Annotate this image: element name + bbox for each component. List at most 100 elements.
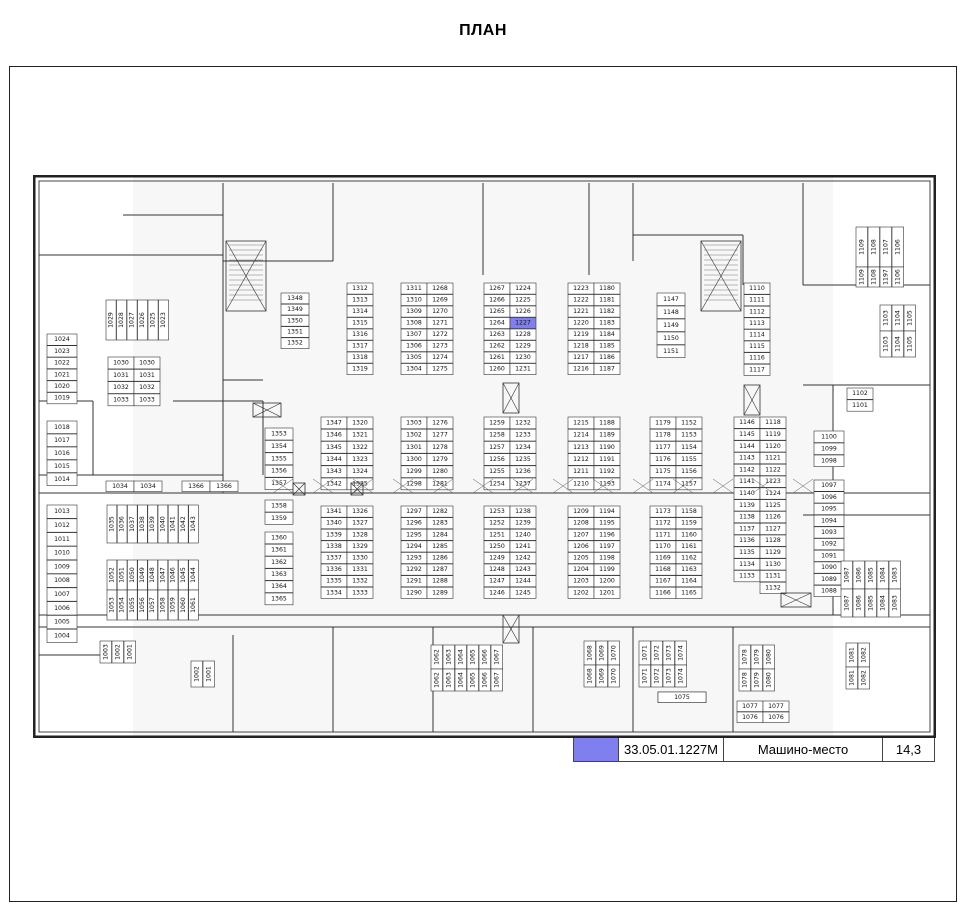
parking-spot: 1267	[483, 282, 511, 295]
parking-spot: 1198	[593, 552, 621, 564]
parking-spot: 1099	[813, 442, 845, 455]
parking-spot: 1261	[483, 351, 511, 364]
svg-text:1074: 1074	[677, 668, 684, 684]
svg-text:1242: 1242	[515, 555, 531, 562]
parking-spot: 1299	[400, 465, 428, 478]
svg-text:1249: 1249	[489, 555, 505, 562]
parking-spot: 1057	[147, 589, 158, 621]
svg-text:1178: 1178	[655, 432, 671, 439]
parking-spot: 1096	[813, 491, 845, 504]
svg-text:1161: 1161	[681, 543, 697, 550]
parking-spot: 1109	[855, 226, 868, 268]
parking-spot: 1334	[320, 586, 348, 599]
parking-spot: 1027	[126, 299, 138, 341]
parking-spot: 1366	[181, 480, 211, 492]
svg-text:1013: 1013	[54, 508, 70, 515]
svg-text:1009: 1009	[54, 563, 70, 570]
parking-spot: 1238	[509, 505, 537, 518]
svg-text:1195: 1195	[599, 520, 615, 527]
svg-text:1182: 1182	[599, 308, 615, 315]
parking-spot: 1302	[400, 428, 428, 442]
svg-text:1005: 1005	[54, 619, 70, 626]
parking-spot: 1001	[202, 660, 215, 688]
svg-text:1048: 1048	[149, 567, 156, 583]
parking-spot: 1003	[99, 640, 112, 664]
parking-spot: 1346	[320, 428, 348, 442]
parking-spot: 1185	[593, 340, 621, 352]
svg-text:1342: 1342	[326, 480, 342, 487]
parking-spot: 1191	[593, 453, 621, 466]
svg-text:1199: 1199	[599, 566, 615, 573]
svg-text:1224: 1224	[515, 285, 531, 292]
parking-spot: 1197	[593, 540, 621, 553]
parking-spot: 1130	[759, 558, 787, 571]
parking-spot: 1174	[649, 477, 677, 491]
parking-spot: 1010	[46, 546, 78, 561]
svg-text:1185: 1185	[599, 343, 615, 350]
parking-spot: 1118	[759, 416, 787, 429]
svg-text:1288: 1288	[432, 578, 448, 585]
parking-spot: 1074	[674, 640, 687, 666]
parking-spot: 1306	[400, 340, 428, 352]
parking-spot: 1066	[478, 668, 491, 692]
svg-text:1142: 1142	[739, 466, 755, 473]
svg-text:1240: 1240	[515, 531, 531, 538]
parking-spot: 1129	[759, 546, 787, 559]
parking-spot: 1078	[738, 668, 751, 692]
svg-text:1210: 1210	[573, 480, 589, 487]
svg-text:1245: 1245	[515, 589, 531, 596]
parking-spot: 1085	[864, 588, 877, 618]
svg-text:1243: 1243	[515, 566, 531, 573]
svg-text:1261: 1261	[489, 354, 505, 361]
svg-text:1207: 1207	[573, 531, 589, 538]
svg-text:1090: 1090	[821, 564, 837, 571]
svg-text:1068: 1068	[586, 668, 593, 684]
svg-text:1187: 1187	[599, 366, 615, 373]
parking-spot: 1360	[264, 531, 294, 545]
parking-spot: 1152	[675, 416, 703, 430]
parking-spot: 1194	[593, 505, 621, 518]
parking-spot: 1029	[105, 299, 117, 341]
parking-spot: 1074	[674, 664, 687, 688]
svg-text:1294: 1294	[406, 543, 422, 550]
svg-text:1280: 1280	[432, 468, 448, 475]
parking-spot: 1338	[320, 540, 348, 553]
parking-spot: 1108	[867, 226, 880, 268]
parking-spot: 1034	[105, 480, 135, 492]
svg-text:1205: 1205	[573, 555, 589, 562]
svg-text:1106: 1106	[894, 269, 901, 285]
svg-text:1329: 1329	[352, 543, 368, 550]
parking-spot: 1204	[567, 563, 595, 576]
parking-spot: 1077	[736, 700, 764, 712]
svg-text:1073: 1073	[665, 645, 672, 661]
svg-text:1353: 1353	[271, 431, 287, 438]
svg-text:1285: 1285	[432, 543, 448, 550]
parking-spot: 1086	[852, 588, 865, 618]
svg-text:1058: 1058	[159, 597, 166, 613]
svg-text:1366: 1366	[216, 483, 232, 490]
svg-text:1123: 1123	[765, 478, 781, 485]
parking-spot: 1314	[346, 305, 374, 318]
parking-spot: 1284	[426, 528, 454, 541]
svg-text:1287: 1287	[432, 566, 448, 573]
parking-spot: 1049	[137, 559, 148, 591]
parking-spot: 1197	[879, 266, 892, 288]
floor-plan-drawing: 1348134913501351135213531354135513561357…	[33, 175, 936, 738]
svg-text:1116: 1116	[749, 355, 765, 362]
parking-spot: 1262	[483, 340, 511, 352]
parking-spot: 1239	[509, 517, 537, 530]
svg-text:1165: 1165	[681, 589, 697, 596]
svg-text:1001: 1001	[205, 666, 212, 682]
parking-spot: 1277	[426, 428, 454, 442]
parking-spot: 1146	[733, 416, 761, 429]
parking-spot: 1258	[483, 428, 511, 442]
parking-spot: 1119	[759, 428, 787, 441]
parking-spot: 1106	[891, 266, 904, 288]
parking-spot: 1279	[426, 453, 454, 466]
svg-text:1198: 1198	[599, 555, 615, 562]
svg-text:1335: 1335	[326, 578, 342, 585]
parking-spot: 1112	[743, 305, 771, 318]
parking-spot: 1087	[840, 560, 853, 590]
parking-spot: 1326	[346, 505, 374, 518]
parking-spot: 1304	[400, 363, 428, 375]
